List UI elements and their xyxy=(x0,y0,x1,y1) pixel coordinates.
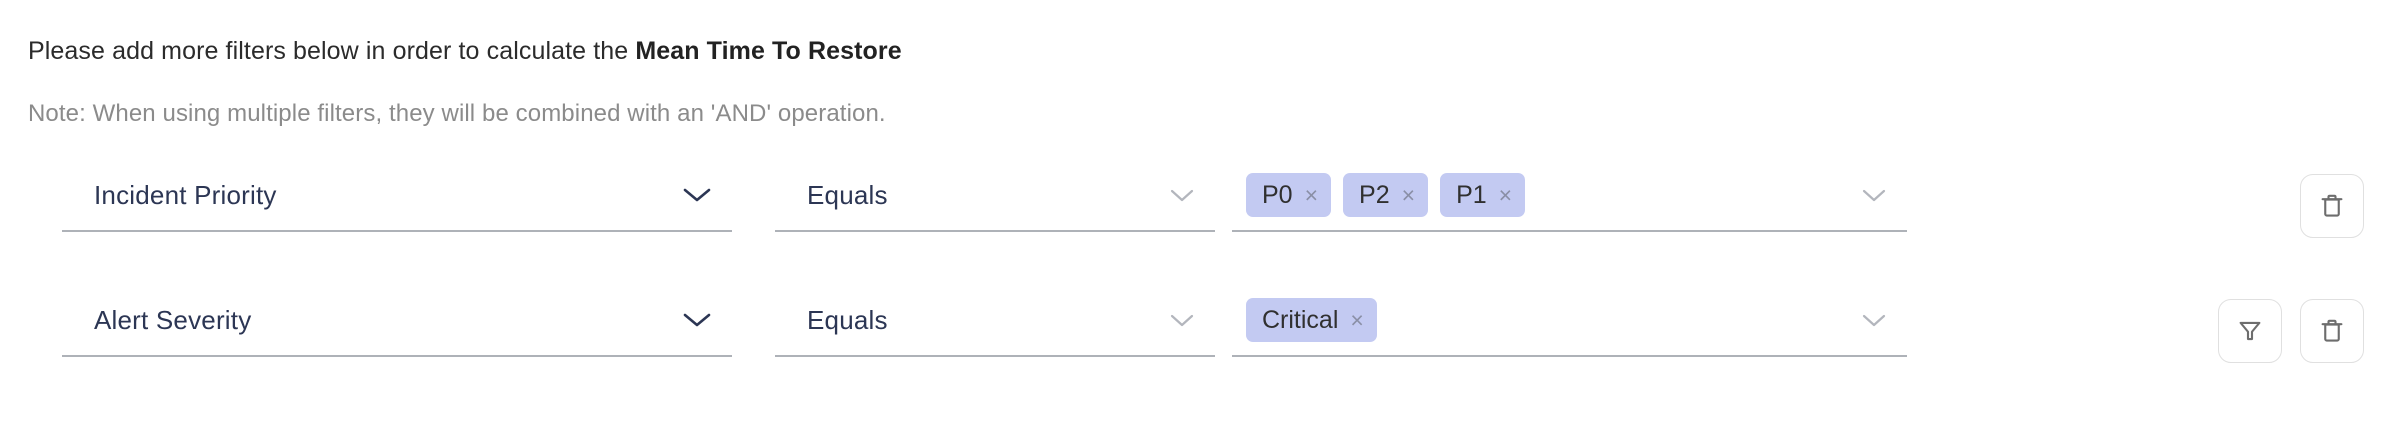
chevron-down-icon xyxy=(683,313,711,327)
trash-icon xyxy=(2321,319,2343,342)
filter-rows: Incident Priority Equals P0 × xyxy=(0,160,2408,410)
delete-filter-button[interactable] xyxy=(2300,174,2364,238)
chevron-down-icon xyxy=(683,188,711,202)
close-icon[interactable]: × xyxy=(1350,306,1364,333)
operator-select-1[interactable]: Equals xyxy=(775,285,1215,357)
row-actions-0 xyxy=(2300,174,2364,238)
operator-select-value-1: Equals xyxy=(807,304,888,335)
value-chip[interactable]: Critical × xyxy=(1246,298,1377,342)
value-chip-list-0: P0 × P2 × P1 × xyxy=(1246,173,1861,217)
delete-filter-button[interactable] xyxy=(2300,299,2364,363)
instruction-text: Please add more filters below in order t… xyxy=(28,37,636,65)
value-chip-list-1: Critical × xyxy=(1246,298,1861,342)
value-chip-label: P1 xyxy=(1456,180,1487,209)
add-filter-button[interactable] xyxy=(2218,299,2282,363)
value-chip[interactable]: P2 × xyxy=(1343,173,1429,217)
value-chip-label: P2 xyxy=(1359,180,1390,209)
value-chip-label: P0 xyxy=(1262,180,1293,209)
attribute-select-1[interactable]: Alert Severity xyxy=(62,285,732,357)
close-icon[interactable]: × xyxy=(1401,181,1416,208)
page-title: Please add more filters below in order t… xyxy=(28,36,902,66)
chevron-down-icon xyxy=(1862,189,1886,202)
value-chip[interactable]: P0 × xyxy=(1246,173,1332,217)
attribute-select-value-1: Alert Severity xyxy=(94,304,252,335)
attribute-select-value-0: Incident Priority xyxy=(94,179,277,210)
filter-row: Incident Priority Equals P0 × xyxy=(0,160,2408,285)
operator-select-0[interactable]: Equals xyxy=(775,160,1215,232)
chevron-down-icon xyxy=(1862,314,1886,327)
row-actions-1 xyxy=(2218,299,2364,363)
filter-row: Alert Severity Equals Critical × xyxy=(0,285,2408,410)
attribute-select-0[interactable]: Incident Priority xyxy=(62,160,732,232)
operator-select-value-0: Equals xyxy=(807,179,888,210)
metric-name: Mean Time To Restore xyxy=(635,37,902,65)
value-multiselect-0[interactable]: P0 × P2 × P1 × xyxy=(1232,160,1907,232)
value-multiselect-1[interactable]: Critical × xyxy=(1232,285,1907,357)
funnel-icon xyxy=(2239,321,2261,341)
value-chip-label: Critical xyxy=(1262,305,1339,334)
close-icon[interactable]: × xyxy=(1498,181,1513,208)
filter-note: Note: When using multiple filters, they … xyxy=(28,100,886,127)
trash-icon xyxy=(2321,194,2343,217)
chevron-down-icon xyxy=(1170,314,1194,327)
chevron-down-icon xyxy=(1170,189,1194,202)
value-chip[interactable]: P1 × xyxy=(1440,173,1526,217)
close-icon[interactable]: × xyxy=(1304,181,1319,208)
